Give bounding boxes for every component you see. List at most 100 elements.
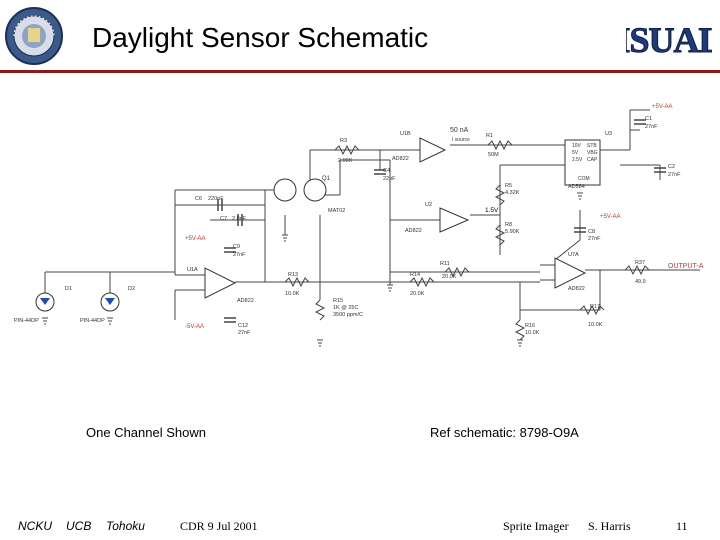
svg-text:ISUAL: ISUAL [626, 20, 712, 60]
part-u7a: AD822 [568, 286, 585, 292]
pin-u3-vbg: VBG [587, 150, 598, 156]
label-d1: D1 [65, 286, 72, 292]
value-c9: 27nF [233, 252, 246, 258]
label-c9: C9 [233, 244, 240, 250]
capacitor-c12 [224, 317, 236, 323]
resistor-r3 [334, 144, 360, 156]
value-c2: 27nF [668, 172, 681, 178]
resistor-r8 [494, 224, 506, 246]
capacitor-c7 [237, 214, 243, 226]
part-q1: MAT02 [328, 208, 345, 214]
ground-symbol [577, 192, 583, 200]
ground-symbol [107, 317, 113, 325]
value-r13: 10.0K [285, 291, 300, 297]
label-r16: R16 [525, 323, 535, 329]
label-c7: C7 [220, 216, 227, 222]
label-c6: C6 [195, 196, 202, 202]
value-c1: 27nF [645, 124, 658, 130]
label-current-source-sub: I source [452, 137, 470, 143]
value-r1: 50M [488, 152, 499, 158]
resistor-r11 [444, 266, 470, 278]
page-title: Daylight Sensor Schematic [92, 22, 429, 53]
transistor-q1 [273, 178, 327, 202]
header-rule [0, 70, 720, 73]
ground-symbol [317, 339, 323, 347]
diode-symbol-d2 [105, 298, 115, 305]
part-u2: AD822 [405, 228, 422, 234]
capacitor-c4 [374, 169, 386, 175]
label-c8: C8 [588, 229, 595, 235]
value-r17: 10.0K [588, 322, 603, 328]
resistor-r1 [487, 139, 513, 151]
label-r3: R3 [340, 138, 347, 144]
net-label-p5v-top: +5V-AA [652, 104, 673, 110]
value-r8: 5.90K [505, 229, 520, 235]
value-r15: 1K @ 25C [333, 305, 358, 311]
label-r5: R5 [505, 183, 512, 189]
pin-u3-2v5: 2.5V [572, 157, 583, 163]
label-r11: R11 [440, 261, 450, 267]
opamp-u7a [554, 257, 587, 289]
value-r3: 2.00K [338, 158, 353, 164]
part-u3: AD584 [568, 184, 585, 190]
label-u3: U3 [605, 131, 612, 137]
label-r15: R15 [333, 298, 343, 304]
ground-symbol [387, 284, 393, 292]
resistor-r14 [409, 276, 435, 288]
label-voltage-1v5: 1.5V [485, 207, 499, 214]
opamp-u1b [419, 137, 447, 163]
value-r14: 20.0K [410, 291, 425, 297]
diode-symbol-d1 [40, 298, 50, 305]
value-c4: 22pF [383, 176, 396, 182]
caption-ref-schematic: Ref schematic: 8798-O9A [430, 425, 579, 440]
resistor-r37 [624, 264, 650, 276]
label-current-source: 50 nA [450, 127, 469, 134]
label-r37: R37 [635, 260, 645, 266]
label-r13: R13 [288, 272, 298, 278]
label-c2: C2 [668, 164, 675, 170]
value-c12: 27nF [238, 330, 251, 336]
label-q1: Q1 [322, 176, 331, 182]
resistor-r16 [514, 319, 526, 341]
capacitor-c1 [634, 119, 646, 125]
value-r11: 20.0K [442, 274, 457, 280]
ground-symbol [517, 339, 523, 347]
part-d2: PIN-44DP [80, 318, 105, 324]
pin-u3-cap: CAP [587, 157, 598, 163]
pin-u3-stb: STB [587, 143, 597, 149]
resistor-r17 [579, 304, 605, 316]
label-u1b: U1B [400, 131, 411, 137]
net-label-output: OUTPUT-A [668, 263, 704, 270]
footer-org-ncku: NCKU [18, 519, 53, 533]
value-c6: 220pF [208, 196, 224, 202]
resistor-r15 [314, 299, 326, 321]
label-r8: R8 [505, 222, 512, 228]
pin-u3-10v: 10V [572, 143, 582, 149]
part-d1: PIN-44DP [14, 318, 39, 324]
value-r5: 4.32K [505, 190, 520, 196]
label-u1a: U1A [187, 267, 198, 273]
caption-one-channel: One Channel Shown [86, 425, 206, 440]
label-r17: R17 [590, 304, 600, 310]
value-c8: 27nF [588, 236, 601, 242]
capacitor-c8 [574, 227, 586, 233]
pin-u3-com: COM [578, 176, 590, 182]
footer-author: S. Harris [588, 519, 631, 533]
value-r15-sub: 3500 ppm/C [333, 312, 363, 318]
ic-u3 [564, 139, 601, 186]
isual-logo: ISUAL [626, 20, 712, 61]
part-u1b: AD822 [392, 156, 409, 162]
footer-org-ucb: UCB [66, 519, 92, 533]
label-r1: R1 [486, 133, 493, 139]
footer-page-number: 11 [676, 519, 688, 533]
wires [44, 109, 700, 320]
value-r37: 49.9 [635, 279, 646, 285]
value-r16: 10.0K [525, 330, 540, 336]
footer-project: Sprite Imager [503, 519, 569, 533]
schematic-diagram: +5V-AA +5V-AA +5V-AA -5V-AA OUTPUT-A R3 … [14, 104, 704, 347]
university-seal-logo [5, 7, 63, 65]
net-label-m5v-left: -5V-AA [185, 324, 204, 330]
net-label-p5v-left: +5V-AA [185, 236, 206, 242]
part-u1a: AD822 [237, 298, 254, 304]
net-label-p5v-mid: +5V-AA [600, 214, 621, 220]
